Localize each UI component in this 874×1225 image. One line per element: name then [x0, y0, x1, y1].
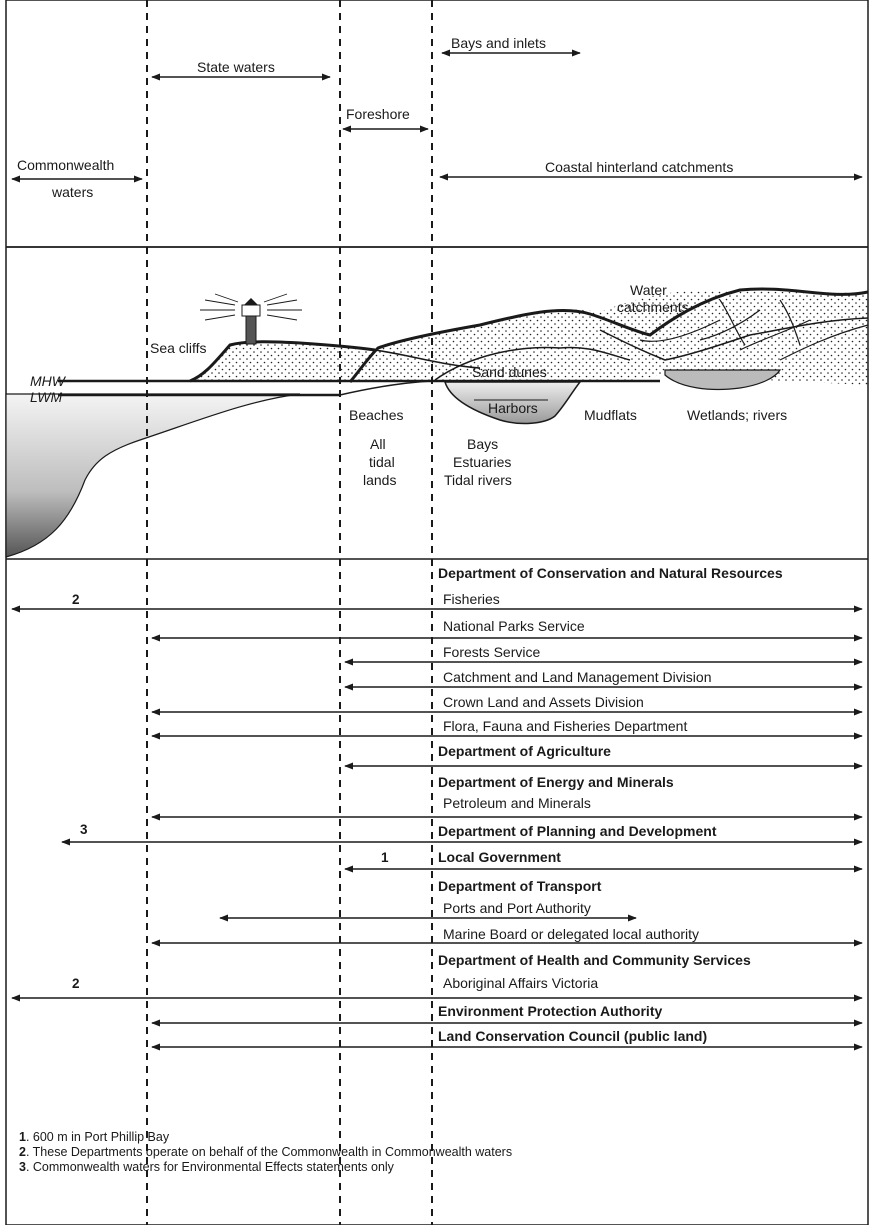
agency-lcc: Land Conservation Council (public land) — [438, 1028, 707, 1044]
label-tidal-rivers: Tidal rivers — [444, 472, 512, 488]
dune-line-2 — [434, 346, 631, 381]
agency-fisheries: Fisheries — [443, 591, 500, 607]
label-estuaries: Estuaries — [453, 454, 511, 470]
footnote-2: 2. These Departments operate on behalf o… — [19, 1145, 512, 1159]
harbor-basin — [443, 381, 582, 425]
agency-arrows — [11, 605, 863, 1051]
footnote-3: 3. Commonwealth waters for Environmental… — [19, 1160, 395, 1174]
catchment-line-1 — [599, 317, 869, 361]
label-water-1: Water — [630, 282, 667, 298]
note-ref-planning: 3 — [80, 822, 88, 837]
label-commonwealth-2: waters — [51, 184, 93, 200]
label-foreshore: Foreshore — [346, 106, 410, 122]
label-sand-dunes: Sand dunes — [472, 364, 547, 380]
label-tidal-3: lands — [363, 472, 396, 488]
footnote-1: 1. 600 m in Port Phillip Bay — [19, 1130, 170, 1144]
wetland-basin — [664, 369, 782, 391]
agency-energy: Department of Energy and Minerals — [438, 774, 674, 790]
note-ref-aboriginal: 2 — [72, 976, 80, 991]
label-sea-cliffs: Sea cliffs — [150, 340, 207, 356]
agency-transport: Department of Transport — [438, 878, 602, 894]
label-lwm: LWM — [30, 389, 62, 405]
beach-slope — [339, 380, 431, 396]
agency-local-gov: Local Government — [438, 849, 561, 865]
note-ref-local-gov: 1 — [381, 850, 389, 865]
label-beaches: Beaches — [349, 407, 403, 423]
agency-aboriginal: Aboriginal Affairs Victoria — [443, 975, 598, 991]
agency-health: Department of Health and Community Servi… — [438, 952, 751, 968]
label-bays: Bays — [467, 436, 498, 452]
agency-marine: Marine Board or delegated local authorit… — [443, 926, 699, 942]
outer-frame — [5, 0, 869, 1225]
label-harbors: Harbors — [488, 400, 538, 416]
agency-forests: Forests Service — [443, 644, 540, 660]
label-water-2: catchments — [617, 299, 689, 315]
label-tidal-1: All — [370, 436, 386, 452]
agency-catchment: Catchment and Land Management Division — [443, 669, 712, 685]
stream-lines — [639, 299, 869, 361]
label-mudflats: Mudflats — [584, 407, 637, 423]
label-tidal-2: tidal — [369, 454, 395, 470]
label-state-waters: State waters — [197, 59, 275, 75]
label-wetlands: Wetlands; rivers — [687, 407, 787, 423]
label-coastal-hinterland: Coastal hinterland catchments — [545, 159, 733, 175]
dune-line-1 — [374, 349, 481, 369]
lighthouse-icon — [200, 293, 302, 345]
jurisdiction-arrows — [11, 49, 863, 183]
cliff-outline — [189, 340, 376, 383]
agency-dcnr: Department of Conservation and Natural R… — [438, 565, 783, 581]
land-dotted — [190, 290, 868, 385]
agency-ports: Ports and Port Authority — [443, 900, 591, 916]
label-commonwealth-1: Commonwealth — [17, 157, 114, 173]
agency-agriculture: Department of Agriculture — [438, 743, 611, 759]
label-mhw: MHW — [30, 373, 67, 389]
sea-body — [5, 393, 301, 558]
agency-planning: Department of Planning and Development — [438, 823, 717, 839]
note-ref-fisheries: 2 — [72, 592, 80, 607]
agency-nps: National Parks Service — [443, 618, 585, 634]
ridge-outline — [348, 287, 869, 383]
label-bays-inlets: Bays and inlets — [451, 35, 546, 51]
agency-petroleum: Petroleum and Minerals — [443, 795, 591, 811]
agency-flora: Flora, Fauna and Fisheries Department — [443, 718, 687, 734]
zone-boundaries — [146, 0, 433, 1225]
agency-crown: Crown Land and Assets Division — [443, 694, 644, 710]
agency-epa: Environment Protection Authority — [438, 1003, 662, 1019]
